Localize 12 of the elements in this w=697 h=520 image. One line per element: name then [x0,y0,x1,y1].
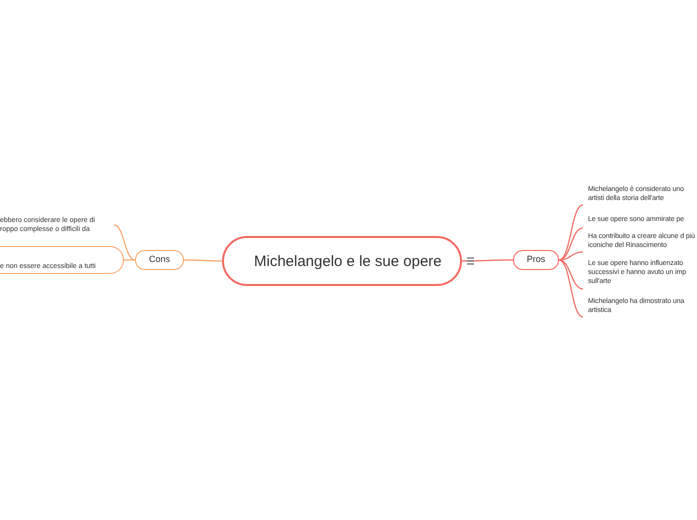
connector [462,259,513,262]
connector [184,259,222,262]
connector [114,224,136,261]
branch-topic: Cons [135,250,184,270]
branch-topic: Pros [513,250,559,270]
connector [558,251,584,261]
connector [558,259,584,290]
connector [558,259,584,318]
central-topic: Michelangelo e le sue opere [222,236,462,286]
connector [558,227,584,261]
connector [558,204,584,261]
connector [124,259,135,261]
